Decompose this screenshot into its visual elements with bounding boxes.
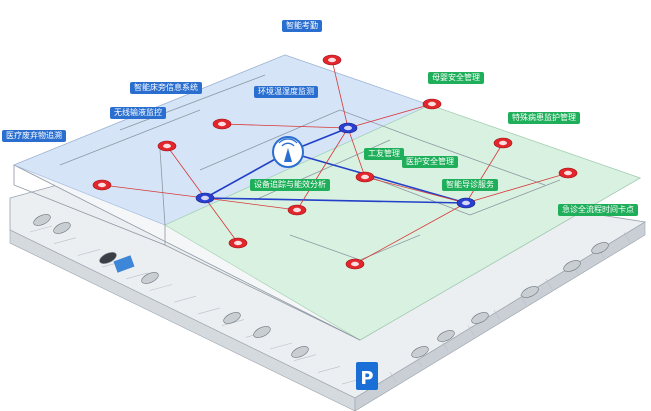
parked-car: [253, 326, 271, 338]
sensor-link: [331, 59, 349, 129]
sensor-link: [221, 123, 349, 129]
label-env-temp-humidity: 环境温湿度监测: [254, 86, 318, 98]
label-special-patient: 特殊病患监护管理: [508, 112, 580, 124]
sensor-node-core: [234, 240, 242, 246]
backbone-link: [204, 197, 467, 204]
parked-car: [223, 312, 241, 324]
parked-car: [471, 312, 489, 324]
label-bedside-info: 智能床旁信息系统: [130, 82, 202, 94]
parking-lines: [29, 225, 631, 385]
sensor-nodes: [92, 54, 578, 270]
parking-stall-line: [415, 356, 423, 367]
parking-stall-line: [293, 354, 317, 361]
parked-car: [141, 272, 159, 284]
sensor-link: [204, 197, 298, 211]
network-hubs: [195, 122, 476, 209]
sensor-link: [347, 127, 366, 178]
network-hub-core: [201, 195, 209, 201]
label-smart-attendance: 智能考勤: [282, 20, 322, 32]
label-smart-guidance: 智能导诊服务: [442, 179, 498, 191]
parking-sign-letter: P: [360, 368, 373, 389]
sensor-link: [101, 184, 206, 199]
sensor-node-core: [98, 182, 106, 188]
parking-stall-line: [53, 237, 77, 244]
sensor-node-core: [328, 57, 336, 63]
parking-stall-line: [441, 340, 449, 352]
parking-stall-line: [197, 307, 221, 315]
sensor-node-core: [218, 121, 226, 127]
sensor-node-core: [293, 207, 301, 213]
parking-stall-line: [173, 295, 197, 303]
sensor-link: [204, 197, 239, 244]
parked-car: [99, 252, 117, 264]
sensor-node-core: [351, 261, 359, 267]
parking-stall-line: [389, 371, 397, 383]
network-hub-core: [344, 125, 352, 131]
parking-stall-line: [149, 284, 173, 291]
parked-car: [53, 222, 71, 234]
parked-car: [591, 242, 609, 254]
parked-car: [33, 214, 51, 226]
label-emergency-timing: 急诊全流程时间卡点: [558, 204, 638, 216]
sensor-link: [354, 202, 467, 265]
network-hub-core: [462, 200, 470, 206]
parking-stall-line: [493, 309, 501, 321]
parking-stall-line: [545, 278, 553, 290]
parking-stall-line: [623, 232, 631, 243]
parked-car: [291, 346, 309, 358]
backbone-link: [287, 151, 467, 204]
sensor-link: [364, 176, 467, 204]
parked-car: [521, 286, 539, 298]
sensor-node-core: [428, 101, 436, 107]
parking-stall-line: [317, 366, 341, 373]
sensor-link: [347, 103, 433, 129]
sensor-node-core: [564, 170, 572, 176]
green-zone: [164, 104, 641, 341]
label-equipment-tracking: 设备追踪与能效分析: [250, 179, 330, 191]
sensor-link: [166, 145, 206, 199]
label-mother-baby-safety: 母婴安全管理: [428, 72, 484, 84]
parking-sign-icon: P: [356, 362, 378, 390]
parking-stall-line: [269, 342, 293, 350]
parked-cars: [33, 214, 609, 358]
label-medical-waste: 医疗废弃物追溯: [2, 130, 66, 142]
parking-level-front: [9, 229, 356, 411]
sensor-node-core: [361, 174, 369, 180]
sensor-link: [465, 172, 569, 204]
parking-stall-line: [29, 225, 53, 233]
parked-car: [411, 346, 429, 358]
parking-stall-line: [467, 325, 475, 336]
sensor-link: [465, 142, 504, 204]
blue-van: [113, 255, 135, 273]
parked-car: [437, 330, 455, 342]
parking-stall-line: [125, 272, 149, 280]
label-medical-safety: 医护安全管理: [402, 156, 458, 168]
parking-stall-line: [77, 249, 101, 256]
label-staff-mgmt: 工友管理: [364, 148, 404, 160]
sensor-node-core: [163, 143, 171, 149]
label-wireless-infusion: 无线输液监控: [110, 107, 166, 119]
sensor-link: [296, 127, 349, 211]
sensor-node-core: [499, 140, 507, 146]
wifi-antenna-icon: [272, 136, 304, 168]
parking-stall-line: [519, 294, 527, 305]
parked-car: [563, 260, 581, 272]
